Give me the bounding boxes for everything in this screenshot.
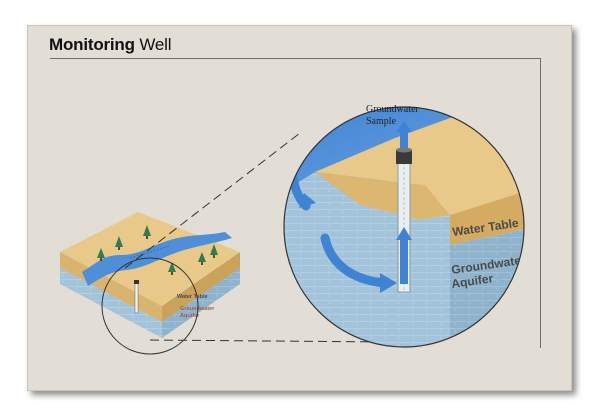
small-river [82, 232, 232, 286]
small-right-face [162, 268, 240, 338]
title-light: Well [139, 35, 172, 54]
small-water-table-label: Water Table [177, 294, 208, 300]
small-aquifer-label-2: Aquifer [180, 313, 200, 319]
well-cap [396, 150, 412, 164]
magnifier-small-circle [101, 257, 199, 355]
aquifer-label-2: Aquifer [450, 271, 494, 291]
zoom-connector-lines [124, 132, 389, 343]
sample-arrow-icon [396, 121, 412, 148]
magnified-view: Water Table Groundwater Aquifer [284, 107, 524, 347]
well-up-arrow-icon [396, 227, 412, 284]
title-bold: Monitoring [49, 35, 135, 54]
aquifer-right-face [450, 225, 524, 347]
small-front-face [60, 268, 162, 338]
flow-arrow-bottom [320, 233, 390, 288]
tree-icons [97, 225, 218, 275]
sample-label-1: Groundwater [366, 104, 419, 115]
magnifier-big-circle [283, 106, 525, 348]
page-title: Monitoring Well [49, 35, 171, 55]
frame-line [50, 58, 541, 348]
sample-label-2: Sample [366, 116, 397, 127]
small-block-diagram: Water Table Groundwater Aquifer [60, 212, 240, 338]
small-well-icon [134, 282, 139, 314]
